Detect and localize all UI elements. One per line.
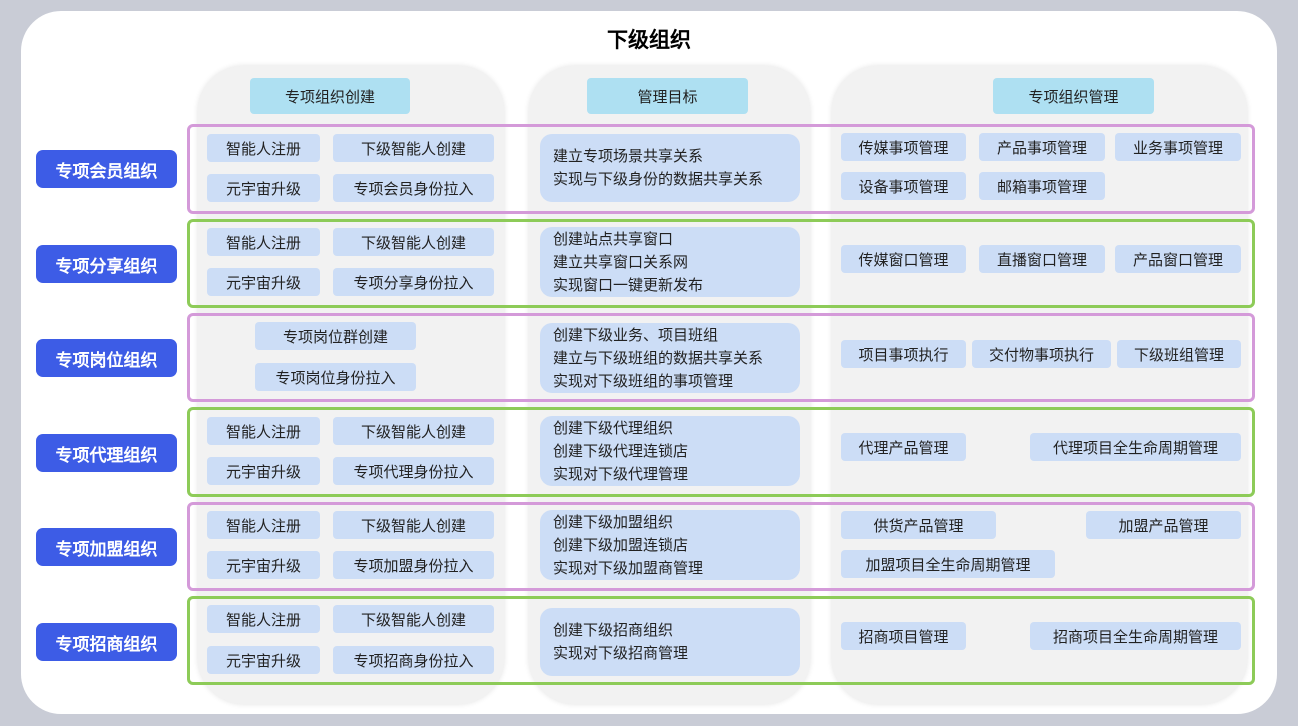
manage-item: 招商项目全生命周期管理: [1030, 622, 1241, 650]
goal-line: 实现对下级招商管理: [553, 644, 689, 662]
column-header-manage: 专项组织管理: [993, 78, 1154, 114]
create-item: 下级智能人创建: [333, 134, 494, 162]
row-frame-post: [187, 313, 1255, 402]
manage-item: 下级班组管理: [1117, 340, 1241, 368]
row-label-post: 专项岗位组织: [36, 339, 177, 377]
manage-item: 代理产品管理: [841, 433, 966, 461]
goal-line: 创建下级业务、项目班组: [553, 325, 719, 344]
manage-item: 传媒事项管理: [841, 133, 966, 161]
create-item: 元宇宙升级: [207, 174, 320, 202]
manage-item: 邮箱事项管理: [979, 172, 1105, 200]
manage-item: 业务事项管理: [1115, 133, 1241, 161]
create-item: 智能人注册: [207, 511, 320, 539]
row-label-investment: 专项招商组织: [36, 623, 177, 661]
goal-line: 创建下级加盟连锁店: [553, 535, 689, 554]
manage-item: 代理项目全生命周期管理: [1030, 433, 1241, 461]
manage-item: 招商项目管理: [841, 622, 966, 650]
row-frame-member: [187, 124, 1255, 214]
goal-line: 建立与下级班组的数据共享关系: [553, 348, 764, 367]
goal-line: 创建下级招商组织: [553, 621, 674, 639]
goal-box: 创建下级招商组织 实现对下级招商管理: [540, 608, 800, 676]
create-item: 专项分享身份拉入: [333, 268, 494, 296]
row-frame-franchise: [187, 502, 1255, 591]
goal-line: 建立共享窗口关系网: [553, 252, 689, 271]
manage-item: 交付物事项执行: [972, 340, 1111, 368]
row-label-member: 专项会员组织: [36, 150, 177, 188]
create-item: 下级智能人创建: [333, 228, 494, 256]
goal-line: 建立专项场景共享关系: [553, 147, 704, 165]
goal-line: 实现与下级身份的数据共享关系: [553, 170, 764, 188]
create-item: 元宇宙升级: [207, 457, 320, 485]
create-item: 元宇宙升级: [207, 268, 320, 296]
column-header-goal: 管理目标: [587, 78, 748, 114]
goal-line: 创建下级代理连锁店: [553, 441, 689, 460]
create-item: 智能人注册: [207, 417, 320, 445]
manage-item: 直播窗口管理: [979, 245, 1105, 273]
manage-item: 设备事项管理: [841, 172, 966, 200]
goal-line: 实现对下级加盟商管理: [553, 558, 704, 577]
row-frame-investment: [187, 596, 1255, 685]
row-frame-share: [187, 219, 1255, 308]
create-item: 专项岗位群创建: [255, 322, 416, 350]
create-item: 智能人注册: [207, 134, 320, 162]
goal-box: 创建下级代理组织 创建下级代理连锁店 实现对下级代理管理: [540, 416, 800, 486]
goal-line: 创建站点共享窗口: [553, 229, 674, 248]
row-label-agent: 专项代理组织: [36, 434, 177, 472]
create-item: 下级智能人创建: [333, 511, 494, 539]
create-item: 专项会员身份拉入: [333, 174, 494, 202]
manage-item: 供货产品管理: [841, 511, 996, 539]
goal-box: 创建下级业务、项目班组 建立与下级班组的数据共享关系 实现对下级班组的事项管理: [540, 323, 800, 393]
goal-box: 创建下级加盟组织 创建下级加盟连锁店 实现对下级加盟商管理: [540, 510, 800, 580]
column-header-create: 专项组织创建: [250, 78, 410, 114]
diagram-title: 下级组织: [607, 28, 691, 52]
manage-item: 产品事项管理: [979, 133, 1105, 161]
create-item: 下级智能人创建: [333, 605, 494, 633]
create-item: 智能人注册: [207, 228, 320, 256]
row-label-share: 专项分享组织: [36, 245, 177, 283]
create-item: 专项加盟身份拉入: [333, 551, 494, 579]
create-item: 专项岗位身份拉入: [255, 363, 416, 391]
goal-box: 创建站点共享窗口 建立共享窗口关系网 实现窗口一键更新发布: [540, 227, 800, 297]
goal-line: 创建下级代理组织: [553, 418, 674, 437]
manage-item: 传媒窗口管理: [841, 245, 966, 273]
create-item: 元宇宙升级: [207, 646, 320, 674]
manage-item: 项目事项执行: [841, 340, 966, 368]
create-item: 元宇宙升级: [207, 551, 320, 579]
create-item: 专项代理身份拉入: [333, 457, 494, 485]
goal-line: 实现窗口一键更新发布: [553, 275, 704, 294]
row-label-franchise: 专项加盟组织: [36, 528, 177, 566]
create-item: 下级智能人创建: [333, 417, 494, 445]
create-item: 专项招商身份拉入: [333, 646, 494, 674]
goal-line: 实现对下级班组的事项管理: [553, 371, 734, 390]
manage-item: 加盟项目全生命周期管理: [841, 550, 1055, 578]
row-frame-agent: [187, 407, 1255, 497]
create-item: 智能人注册: [207, 605, 320, 633]
goal-line: 实现对下级代理管理: [553, 464, 689, 483]
goal-box: 建立专项场景共享关系 实现与下级身份的数据共享关系: [540, 134, 800, 202]
goal-line: 创建下级加盟组织: [553, 512, 674, 531]
manage-item: 加盟产品管理: [1086, 511, 1241, 539]
manage-item: 产品窗口管理: [1115, 245, 1241, 273]
